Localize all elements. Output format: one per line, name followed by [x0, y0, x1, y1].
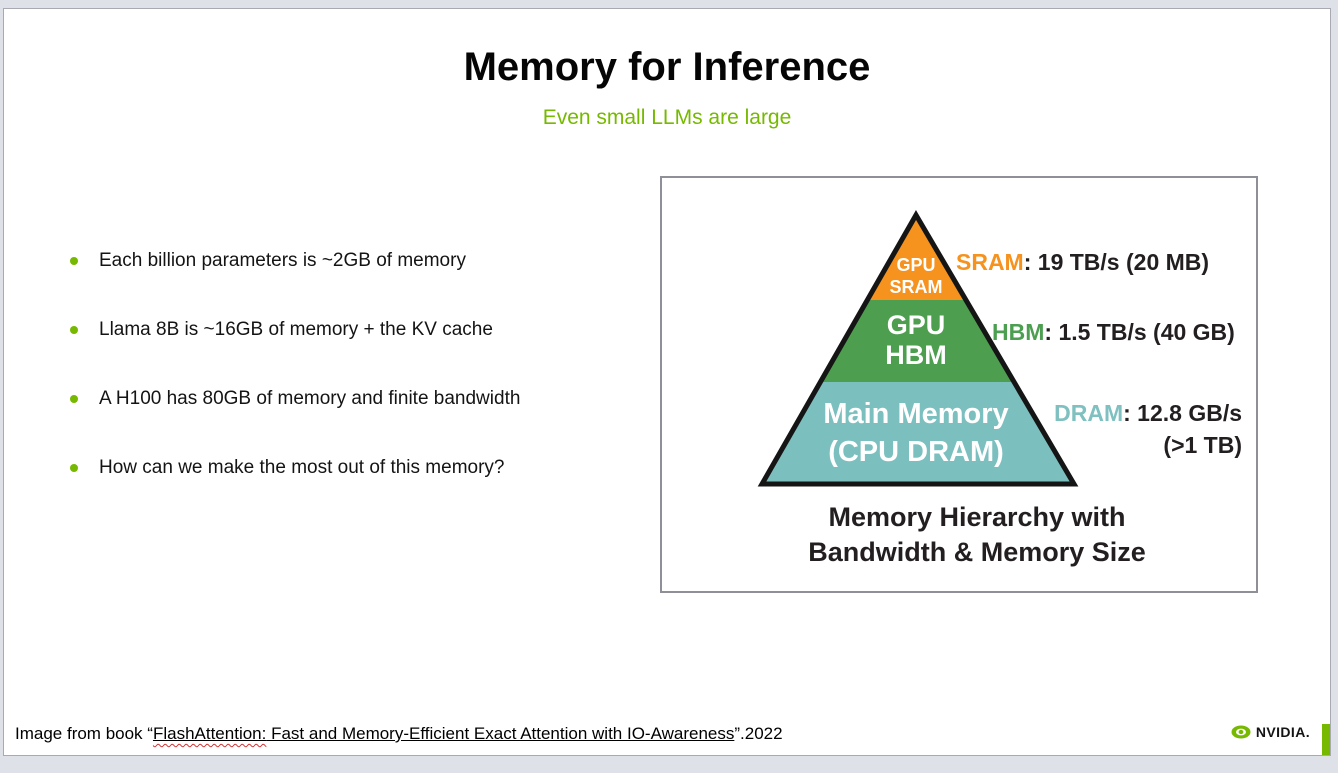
pyramid-level-main-memory [762, 382, 1074, 484]
footer-citation: Image from book “FlashAttention: Fast an… [15, 724, 783, 744]
bullet-icon [70, 395, 78, 403]
bullet-item: Each billion parameters is ~2GB of memor… [70, 249, 520, 273]
hbm-spec: : 1.5 TB/s (40 GB) [1044, 319, 1235, 345]
pyramid-outline [757, 210, 1079, 487]
bullet-list: Each billion parameters is ~2GB of memor… [70, 249, 520, 525]
bullet-item: How can we make the most out of this mem… [70, 456, 520, 480]
figure-caption-line2: Bandwidth & Memory Size [808, 537, 1146, 567]
dram-spec: : 12.8 GB/s [1123, 400, 1242, 426]
page-title: Memory for Inference [463, 45, 871, 89]
figure-caption-line1: Memory Hierarchy with [828, 502, 1126, 532]
gpu-sram-label-line2: SRAM [890, 277, 943, 297]
dram-term: DRAM [1054, 400, 1124, 426]
main-memory-label-line2: (CPU DRAM) [828, 436, 1004, 468]
slide: Memory for Inference Even small LLMs are… [3, 8, 1331, 756]
memory-pyramid-diagram: GPU SRAM GPU HBM Main Memory (CPU DRAM) [757, 210, 1079, 487]
pyramid-level-gpu-sram [867, 215, 966, 300]
citation-link-tail: Fast and Memory-Efficient Exact Attentio… [266, 724, 735, 743]
citation-link[interactable]: FlashAttention: Fast and Memory-Efficien… [153, 724, 734, 743]
bullet-item: Llama 8B is ~16GB of memory + the KV cac… [70, 318, 520, 342]
bullet-text: How can we make the most out of this mem… [99, 457, 505, 478]
dram-spec-line2: (>1 TB) [1163, 432, 1242, 458]
bullet-icon [70, 257, 78, 265]
nvidia-eye-icon [1231, 725, 1251, 739]
bullet-text: A H100 has 80GB of memory and finite ban… [99, 388, 521, 409]
bullet-item: A H100 has 80GB of memory and finite ban… [70, 387, 520, 411]
bullet-icon [70, 326, 78, 334]
hbm-spec-label: HBM: 1.5 TB/s (40 GB) [992, 319, 1235, 346]
figure-caption: Memory Hierarchy with Bandwidth & Memory… [698, 500, 1256, 570]
citation-link-head: FlashAttention: [152, 724, 267, 743]
citation-suffix: ”.2022 [734, 724, 783, 743]
memory-hierarchy-figure: GPU SRAM GPU HBM Main Memory (CPU DRAM) … [660, 176, 1258, 593]
main-memory-label-line1: Main Memory [823, 398, 1008, 430]
citation-prefix: Image from book “ [15, 724, 153, 743]
gpu-hbm-label-line1: GPU [887, 310, 946, 340]
bullet-text: Each billion parameters is ~2GB of memor… [99, 250, 466, 271]
hbm-term: HBM [992, 319, 1045, 345]
sram-spec: : 19 TB/s (20 MB) [1023, 249, 1210, 275]
nvidia-logo-text: NVIDIA. [1255, 724, 1310, 740]
bullet-text: Llama 8B is ~16GB of memory + the KV cac… [99, 319, 493, 340]
sram-term: SRAM [956, 249, 1024, 275]
nvidia-logo: NVIDIA. [1231, 724, 1310, 740]
dram-spec-label: DRAM: 12.8 GB/s (>1 TB) [1054, 397, 1242, 461]
dram-spec-line1: DRAM: 12.8 GB/s [1054, 397, 1242, 429]
gpu-sram-label-line1: GPU [896, 255, 935, 275]
sram-spec-label: SRAM: 19 TB/s (20 MB) [956, 249, 1209, 276]
bullet-icon [70, 464, 78, 472]
page-subtitle: Even small LLMs are large [542, 106, 792, 129]
pyramid-level-gpu-hbm [820, 300, 1015, 382]
gpu-hbm-label-line2: HBM [885, 340, 947, 370]
slide-accent-bar [1322, 724, 1330, 755]
